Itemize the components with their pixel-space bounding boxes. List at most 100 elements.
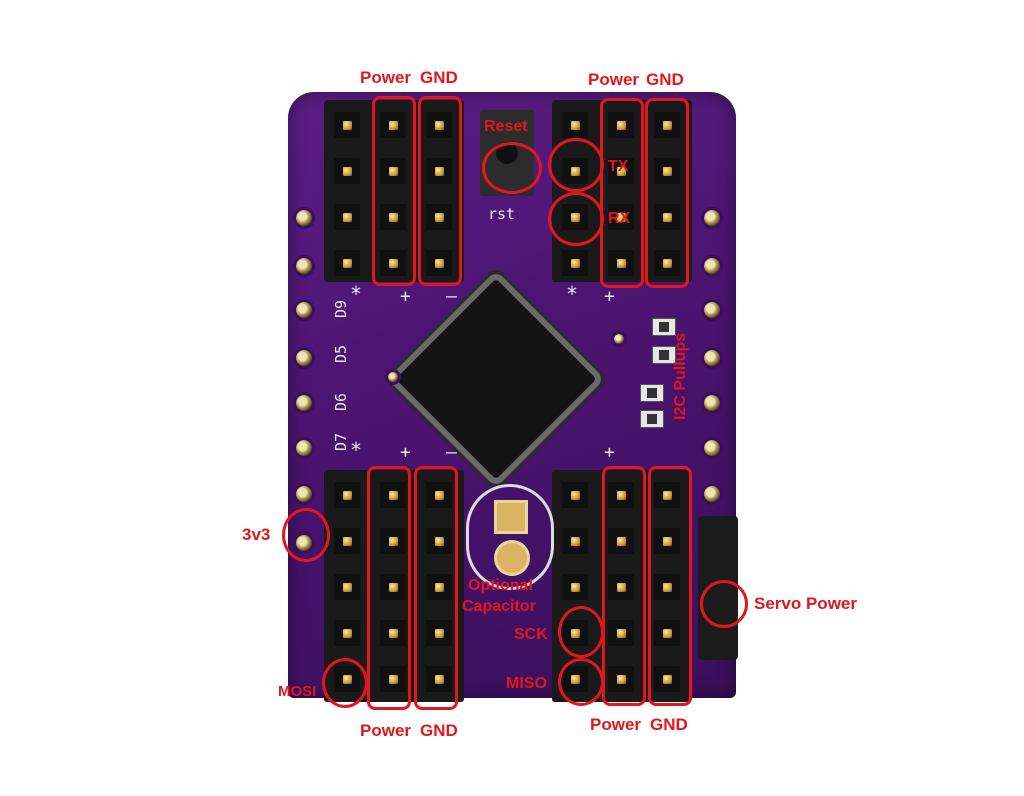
gnd-label-bottom-right: GND (650, 715, 688, 734)
sck-highlight (558, 606, 604, 658)
capacitor-footprint (466, 484, 554, 590)
header-pin (654, 620, 680, 646)
rx-label: RX (608, 210, 631, 227)
header-pin (426, 666, 452, 692)
i2c-pullup-resistor (652, 318, 676, 336)
header-pin (654, 574, 680, 600)
edge-through-hole (704, 258, 720, 274)
capacitor-pad-round (494, 540, 530, 576)
mosi-highlight (322, 658, 368, 708)
edge-through-hole (704, 302, 720, 318)
header-pin (608, 666, 634, 692)
header-pin (426, 112, 452, 138)
header-pin (426, 204, 452, 230)
header-pin (608, 158, 634, 184)
header-pin (334, 250, 360, 276)
edge-through-hole (296, 302, 312, 318)
gnd-label-top-right: GND (646, 70, 684, 89)
reset-label: Reset (484, 118, 528, 135)
header-pin (654, 204, 680, 230)
header-pin (426, 250, 452, 276)
header-pin (426, 158, 452, 184)
mosi-label: MOSI (278, 683, 317, 700)
edge-through-hole (704, 395, 720, 411)
header-pin (654, 158, 680, 184)
edge-through-hole (704, 350, 720, 366)
power-column-highlight (367, 466, 411, 710)
star-mark: * (566, 282, 579, 306)
optional-capacitor-label-line2: Capacitor (462, 598, 536, 615)
plus-mark: + (400, 286, 411, 307)
via (388, 372, 398, 382)
header-pin (654, 528, 680, 554)
header-pin (334, 204, 360, 230)
header-pin (608, 620, 634, 646)
header-pin (608, 250, 634, 276)
star-mark: * (350, 282, 363, 306)
header-pin (380, 574, 406, 600)
edge-through-hole (296, 440, 312, 456)
tx-highlight (548, 138, 604, 192)
header-pin (334, 620, 360, 646)
header-pin (608, 528, 634, 554)
header-pin (334, 482, 360, 508)
star-mark: * (350, 438, 363, 462)
header-pin (654, 112, 680, 138)
d6-silkscreen: D6 (332, 392, 351, 412)
i2c-pullups-label: I2C Pullups (672, 332, 689, 420)
i2c-pullup-resistor (652, 346, 676, 364)
header-pin (562, 482, 588, 508)
header-pin (380, 250, 406, 276)
header-pin (608, 482, 634, 508)
via (614, 334, 624, 344)
gnd-column-highlight (414, 466, 458, 710)
edge-through-hole (296, 210, 312, 226)
power-label-bottom-left: Power (360, 721, 412, 740)
plus-mark: + (400, 442, 411, 463)
power-label-top-left: Power (360, 68, 412, 87)
header-pin (426, 528, 452, 554)
gnd-column-highlight (648, 466, 692, 706)
header-pin (334, 112, 360, 138)
header-pin (380, 620, 406, 646)
power-label-top-right: Power (588, 70, 640, 89)
capacitor-pad-square (494, 500, 528, 534)
header-pin (562, 250, 588, 276)
header-pin (654, 482, 680, 508)
power-label-bottom-right: Power (590, 715, 642, 734)
edge-through-hole (296, 395, 312, 411)
header-pin (562, 112, 588, 138)
miso-label: MISO (506, 675, 547, 692)
servo-power-highlight (700, 580, 748, 628)
header-pin (380, 528, 406, 554)
header-pin (334, 528, 360, 554)
reset-highlight (482, 142, 542, 194)
header-pin (380, 158, 406, 184)
header-pin (608, 112, 634, 138)
3v3-label: 3v3 (242, 525, 271, 544)
header-pin (608, 204, 634, 230)
header-pin (334, 574, 360, 600)
plus-mark: + (604, 442, 615, 463)
edge-through-hole (296, 258, 312, 274)
plus-mark: + (604, 286, 615, 307)
header-pin (426, 620, 452, 646)
gnd-column-highlight (418, 96, 462, 286)
header-pin (380, 666, 406, 692)
header-pin (380, 204, 406, 230)
d7-silkscreen: D7 (332, 432, 351, 452)
edge-through-hole (704, 486, 720, 502)
d9-silkscreen: D9 (332, 299, 351, 319)
power-column-highlight (372, 96, 416, 286)
miso-highlight (558, 658, 604, 706)
edge-through-hole (296, 350, 312, 366)
header-pin (654, 666, 680, 692)
header-pin (380, 482, 406, 508)
d5-silkscreen: D5 (332, 344, 351, 364)
servo-power-label: Servo Power (754, 594, 857, 613)
header-pin (654, 250, 680, 276)
header-pin (562, 528, 588, 554)
minus-mark: – (446, 442, 457, 463)
rx-highlight (548, 192, 604, 246)
